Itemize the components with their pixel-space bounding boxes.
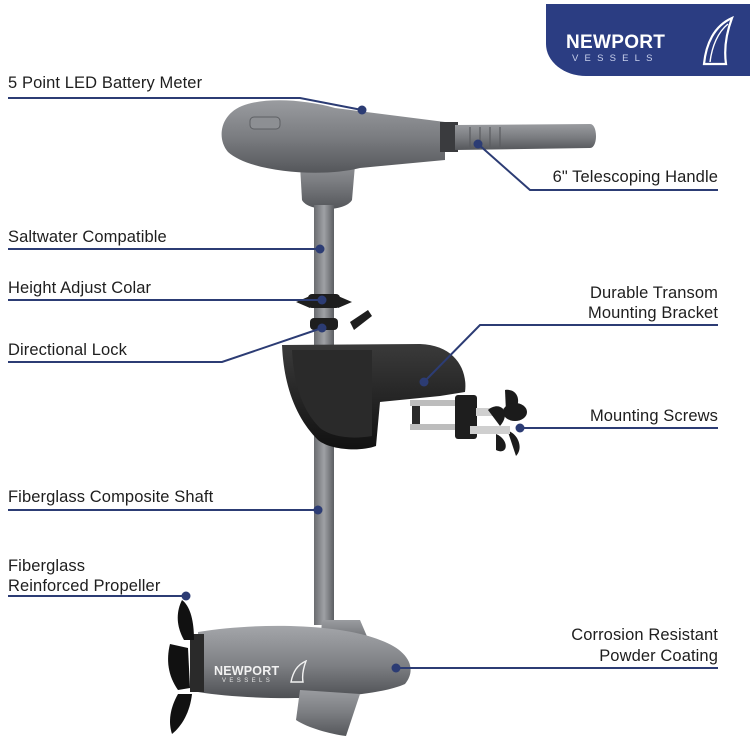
mounting-screws <box>470 389 527 456</box>
brand-logo-word: NEWPORT <box>566 32 666 53</box>
callout-dot-battery-meter <box>357 105 367 115</box>
label-height-collar: Height Adjust Colar <box>8 279 152 297</box>
callout-dot-mounting-screws <box>515 423 525 433</box>
callout-dot-height-collar <box>317 295 327 305</box>
callout-line-transom-bracket <box>423 324 718 383</box>
motor-head <box>221 100 596 209</box>
label-propeller-line1: Fiberglass <box>8 557 86 575</box>
callout-dot-transom-bracket <box>419 377 429 387</box>
label-transom-bracket-line2: Mounting Bracket <box>588 304 718 322</box>
callout-line-directional-lock <box>8 327 323 363</box>
label-coating-line2: Powder Coating <box>599 647 718 665</box>
callout-line-telescoping-handle <box>477 143 718 191</box>
callout-line-battery-meter <box>8 97 363 111</box>
label-saltwater: Saltwater Compatible <box>8 228 167 246</box>
label-composite-shaft: Fiberglass Composite Shaft <box>8 488 214 506</box>
label-propeller-line2: Reinforced Propeller <box>8 577 161 595</box>
label-battery-meter: 5 Point LED Battery Meter <box>8 74 203 92</box>
hull-logo-subtitle: VESSELS <box>222 678 274 684</box>
callout-dot-coating <box>391 663 401 673</box>
callout-dot-telescoping-handle <box>473 139 483 149</box>
sail-icon <box>702 16 734 66</box>
hull-brand-logo: NEWPORT VESSELS <box>214 664 294 684</box>
callout-dot-composite-shaft <box>313 505 323 515</box>
hull-sail-icon <box>290 660 308 683</box>
callout-dot-saltwater <box>315 244 325 254</box>
callout-dot-propeller <box>181 591 191 601</box>
propeller <box>168 600 194 734</box>
transom-bracket <box>282 344 477 450</box>
label-transom-bracket-line1: Durable Transom <box>589 284 718 302</box>
hull-logo-word: NEWPORT <box>214 664 280 678</box>
callout-dot-directional-lock <box>317 323 327 333</box>
brand-logo: NEWPORT VESSELS <box>546 4 750 76</box>
label-mounting-screws: Mounting Screws <box>589 407 718 425</box>
brand-logo-subtitle: VESSELS <box>572 53 659 64</box>
label-telescoping-handle: 6" Telescoping Handle <box>552 168 718 186</box>
label-directional-lock: Directional Lock <box>8 341 127 359</box>
label-coating-line1: Corrosion Resistant <box>571 626 718 644</box>
